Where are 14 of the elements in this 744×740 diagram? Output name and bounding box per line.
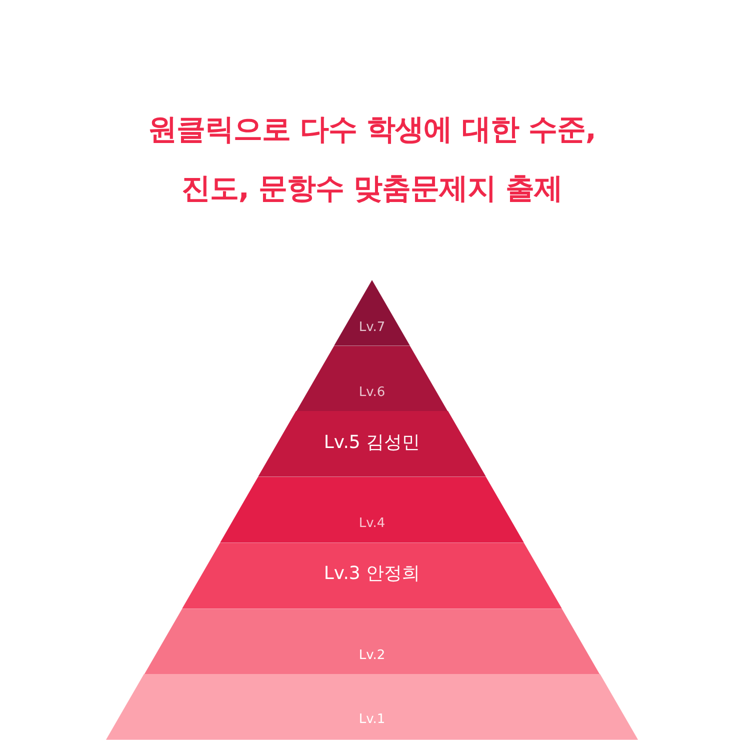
level-label: Lv.6 <box>358 384 386 402</box>
level-label: Lv.5 김성민 <box>322 433 422 454</box>
level-label: Lv.3 안정희 <box>322 564 422 584</box>
pyramid-level <box>296 346 448 412</box>
pyramid-level <box>144 608 600 674</box>
level-label: Lv.2 <box>358 646 386 665</box>
pyramid-level <box>182 542 562 609</box>
level-label: Lv.1 <box>358 711 386 730</box>
pyramid-level <box>258 411 486 478</box>
pyramid-level <box>106 674 638 740</box>
level-label: Lv.7 <box>358 319 386 337</box>
pyramid-level <box>220 477 524 543</box>
level-label: Lv.4 <box>358 515 386 534</box>
heading: 원클릭으로 다수 학생에 대한 수준, 진도, 문항수 맞춤문제지 출제 <box>147 111 597 207</box>
